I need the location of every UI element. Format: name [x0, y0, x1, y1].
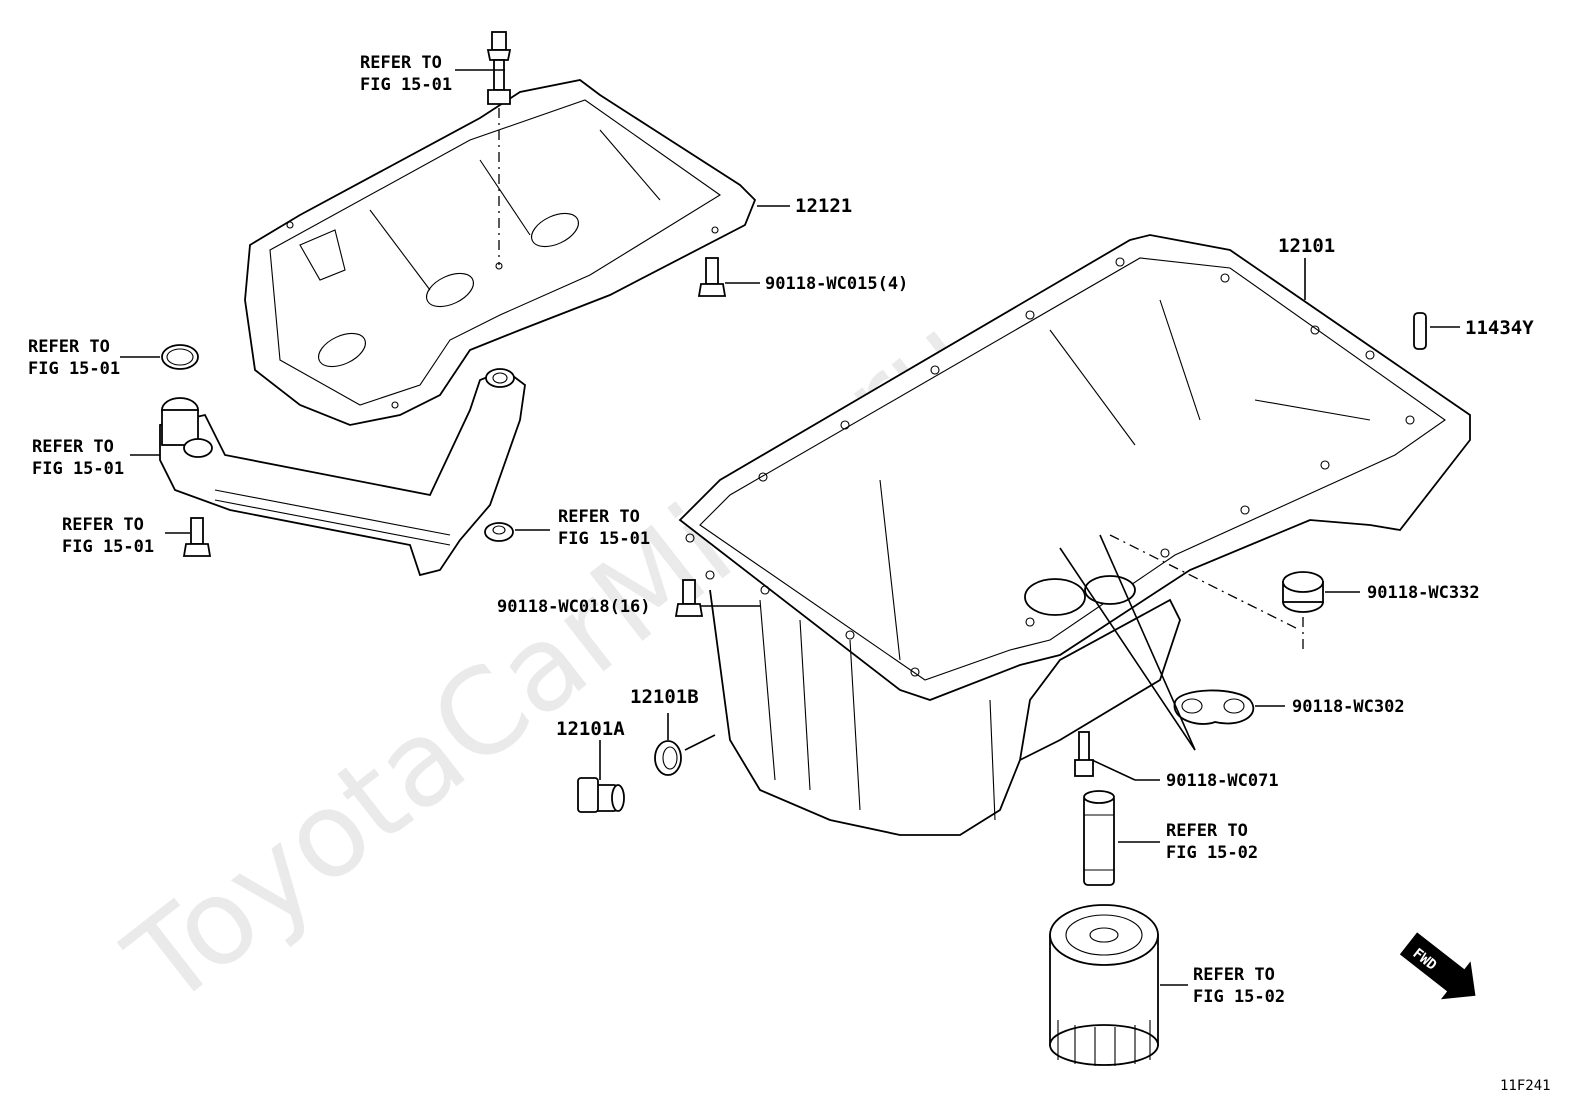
- figure-id: 11F241: [1500, 1078, 1551, 1094]
- dowel-pin-11434Y[interactable]: [1413, 312, 1427, 350]
- filter-stud[interactable]: [1083, 790, 1115, 886]
- part-number-gasket[interactable]: 90118-WC302: [1292, 697, 1405, 717]
- baffle-bolt[interactable]: [697, 257, 727, 297]
- refer-bolt-line2: FIG 15-01: [62, 537, 154, 557]
- refer-stud-line1: REFER TO: [1166, 821, 1248, 841]
- oil-strainer[interactable]: [159, 368, 526, 577]
- refer-oring-line2: FIG 15-01: [28, 359, 120, 379]
- part-number-ring-plug[interactable]: 90118-WC332: [1367, 583, 1480, 603]
- refer-stud-line2: FIG 15-02: [1166, 843, 1258, 863]
- part-number-12101[interactable]: 12101: [1278, 235, 1335, 257]
- part-number-drain-washer[interactable]: 12101B: [630, 686, 699, 708]
- pan-bolt[interactable]: [674, 579, 704, 617]
- ring-plug[interactable]: [1282, 571, 1324, 613]
- refer-bolt-line1: REFER TO: [62, 515, 144, 535]
- refer-strainer-line1: REFER TO: [32, 437, 114, 457]
- oil-gasket[interactable]: [1173, 689, 1255, 725]
- refer-filter-line2: FIG 15-02: [1193, 987, 1285, 1007]
- part-number-bolt-baffle[interactable]: 90118-WC015(4): [765, 274, 908, 294]
- part-number-drain-plug[interactable]: 12101A: [556, 718, 625, 740]
- refer-oring-line1: REFER TO: [28, 337, 110, 357]
- refer-grommet-line2: FIG 15-01: [558, 529, 650, 549]
- fwd-arrow-icon: FWD: [1399, 932, 1476, 1000]
- refer-top-line1: REFER TO: [360, 53, 442, 73]
- refer-grommet-line1: REFER TO: [558, 507, 640, 527]
- refer-top-line2: FIG 15-01: [360, 75, 452, 95]
- refer-filter-line1: REFER TO: [1193, 965, 1275, 985]
- strainer-bolt[interactable]: [182, 517, 212, 557]
- strainer-grommet[interactable]: [484, 522, 514, 542]
- part-number-11434Y[interactable]: 11434Y: [1465, 317, 1534, 339]
- oil-pan-12101[interactable]: [678, 234, 1471, 836]
- part-number-bolt-pan[interactable]: 90118-WC018(16): [497, 597, 651, 617]
- oil-filter[interactable]: [1049, 904, 1159, 1066]
- leader-lines: [120, 69, 1460, 986]
- baffle-plate-12121[interactable]: [244, 79, 757, 426]
- drain-washer[interactable]: [654, 740, 682, 776]
- refer-strainer-line2: FIG 15-01: [32, 459, 124, 479]
- drain-plug[interactable]: [577, 777, 625, 813]
- top-stud[interactable]: [486, 31, 512, 105]
- part-number-12121[interactable]: 12121: [795, 195, 852, 217]
- part-number-bolt-gasket[interactable]: 90118-WC071: [1166, 771, 1279, 791]
- gasket-bolt[interactable]: [1074, 731, 1094, 777]
